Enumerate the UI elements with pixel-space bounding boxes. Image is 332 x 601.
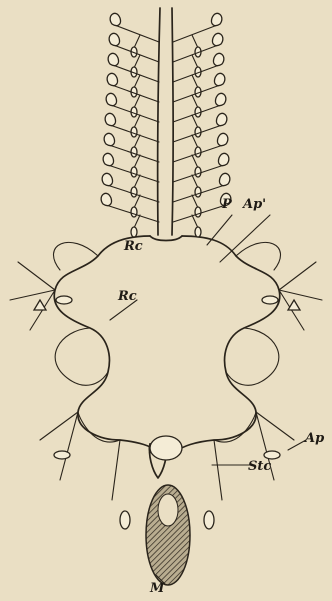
right-polyp-top bbox=[216, 113, 226, 125]
label-rc-left: Rc bbox=[117, 289, 137, 304]
left-polyp-bulb bbox=[131, 227, 137, 237]
left-polyp-top bbox=[107, 73, 117, 85]
right-polyp-top bbox=[218, 153, 228, 165]
right-polyp-bulb bbox=[195, 127, 201, 137]
label-rc-upper: Rc bbox=[123, 239, 143, 254]
right-branch bbox=[173, 204, 229, 222]
right-polyp-bulb bbox=[195, 187, 201, 197]
right-polyp-top bbox=[211, 13, 221, 25]
label-stc: Stc bbox=[248, 459, 271, 474]
left-polyp-top bbox=[101, 193, 111, 205]
left-polyp-top bbox=[110, 13, 120, 25]
left-polyp-top bbox=[106, 93, 116, 105]
left-polyp-bulb bbox=[131, 207, 137, 217]
right-polyp-top bbox=[213, 53, 223, 65]
left-branch bbox=[105, 164, 159, 182]
left-polyp-top bbox=[103, 153, 113, 165]
label-m: M bbox=[149, 581, 165, 596]
right-polyp-bulb bbox=[195, 167, 201, 177]
right-branch bbox=[173, 184, 228, 202]
right-polyp-top bbox=[214, 73, 224, 85]
left-tentacle bbox=[134, 35, 140, 48]
stem-stump bbox=[149, 436, 182, 478]
right-polyp-top bbox=[215, 93, 225, 105]
label-ap: Ap bbox=[303, 431, 324, 446]
left-branch bbox=[104, 184, 159, 202]
left-branches bbox=[101, 13, 159, 237]
left-polyp-bulb bbox=[131, 187, 137, 197]
right-polyp-top bbox=[212, 33, 222, 45]
right-polyp-bulb bbox=[195, 147, 201, 157]
right-polyp-bulb bbox=[195, 227, 201, 237]
label-p: P bbox=[221, 197, 233, 212]
right-polyp-bulb bbox=[195, 207, 201, 217]
right-tentacle bbox=[192, 35, 198, 48]
left-polyp-top bbox=[104, 133, 114, 145]
central-stem bbox=[158, 8, 174, 235]
left-branch bbox=[103, 204, 159, 222]
left-polyp-top bbox=[105, 113, 115, 125]
right-polyp-top bbox=[219, 173, 229, 185]
left-polyp-bulb bbox=[131, 167, 137, 177]
left-polyp-top bbox=[108, 53, 118, 65]
left-polyp-top bbox=[109, 33, 119, 45]
right-branch bbox=[173, 164, 227, 182]
label-ap-prime: Ap' bbox=[241, 197, 266, 212]
left-polyp-bulb bbox=[131, 127, 137, 137]
ring-canal bbox=[54, 236, 281, 453]
left-polyp-bulb bbox=[131, 147, 137, 157]
medusa-bud bbox=[146, 485, 190, 585]
right-polyp-top bbox=[217, 133, 227, 145]
left-polyp-top bbox=[102, 173, 112, 185]
